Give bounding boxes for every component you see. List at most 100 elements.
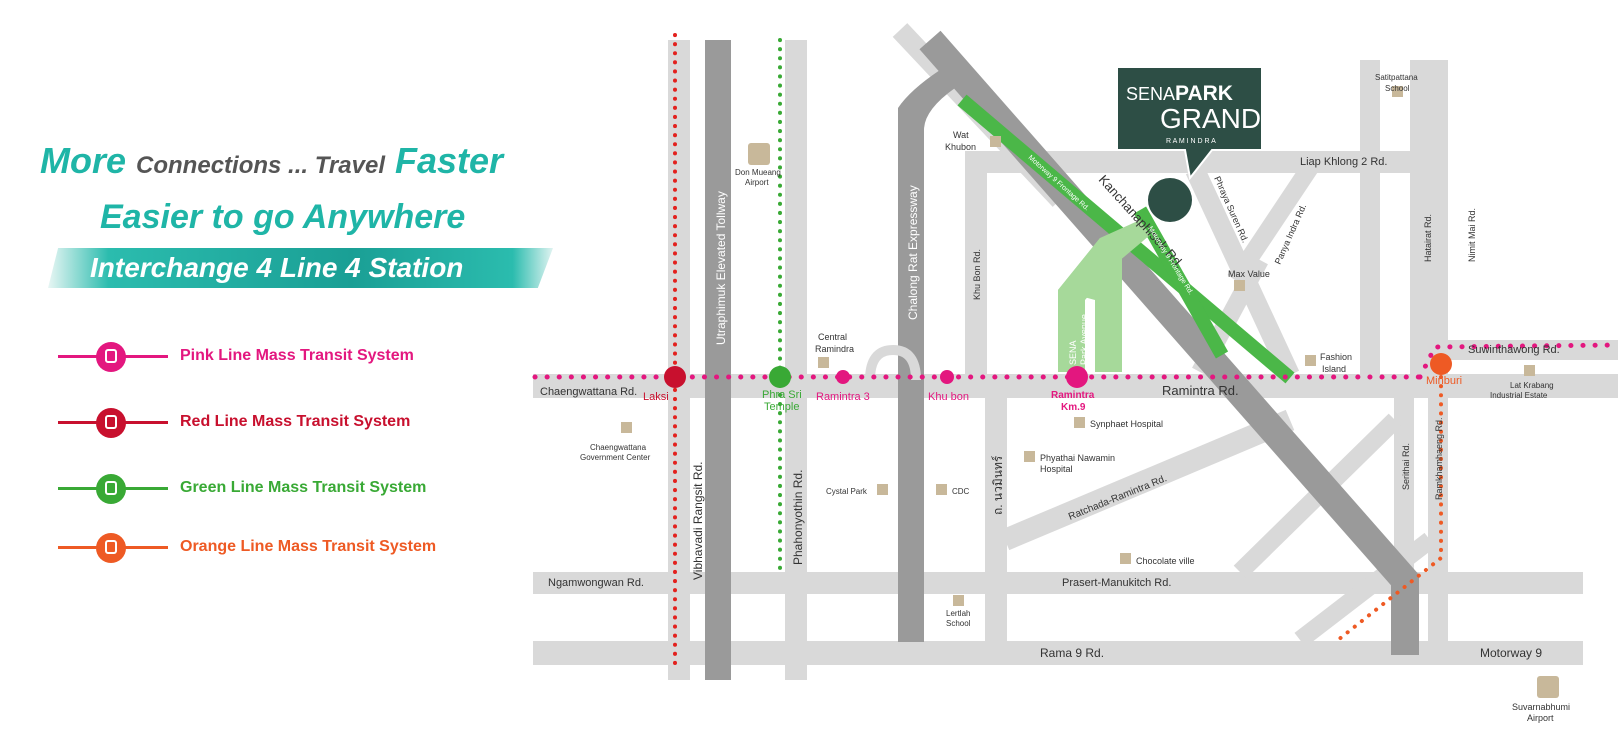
label-ramkhamhaeng: Ramkhamhaeng Rd. bbox=[1434, 417, 1444, 500]
legend-item-red: Red Line Mass Transit System bbox=[58, 408, 518, 438]
label-synphaet: Synphaet Hospital bbox=[1090, 419, 1163, 429]
label-central-1: Central bbox=[818, 332, 847, 342]
legend-label-orange: Orange Line Mass Transit System bbox=[180, 538, 437, 555]
orange-line bbox=[1336, 375, 1443, 642]
label-ramintra: Ramintra Rd. bbox=[1162, 383, 1239, 398]
road-phahonyothin bbox=[785, 40, 807, 680]
road-nawamin bbox=[985, 398, 1007, 643]
label-phyathai-2: Hospital bbox=[1040, 464, 1073, 474]
label-khubon-rd: Khu Bon Rd. bbox=[972, 249, 982, 300]
station-khubon-icon bbox=[940, 370, 954, 384]
train-icon bbox=[96, 474, 126, 504]
label-chalong: Chalong Rat Expressway bbox=[906, 185, 920, 320]
headline-connections: Connections ... Travel bbox=[136, 152, 385, 179]
airplane-icon bbox=[1537, 676, 1559, 698]
label-phrasri-2: Temple bbox=[764, 401, 799, 413]
label-nawamin: ถ. นวมินทร์ bbox=[991, 455, 1005, 515]
label-laksi: Laksi bbox=[643, 391, 669, 403]
airplane-icon bbox=[748, 143, 770, 165]
label-fashion-1: Fashion bbox=[1320, 352, 1352, 362]
label-prasert: Prasert-Manukitch Rd. bbox=[1062, 577, 1171, 589]
label-rama9: Rama 9 Rd. bbox=[1040, 646, 1104, 660]
label-minburi: Minburi bbox=[1426, 375, 1462, 387]
train-icon bbox=[96, 533, 126, 563]
legend-label-pink: Pink Line Mass Transit System bbox=[180, 347, 414, 364]
label-motorway9: Motorway 9 bbox=[1480, 646, 1542, 660]
senapark-grand-logo bbox=[1116, 66, 1263, 181]
landmark-labels: Don Mueang Airport Central Ramindra Wat … bbox=[580, 73, 1570, 723]
logo-ramindra: R A M I N D R A bbox=[1166, 138, 1216, 145]
legend-item-pink: Pink Line Mass Transit System bbox=[58, 342, 518, 372]
label-vibhavadi: Vibhavadi Rangsit Rd. bbox=[691, 461, 705, 580]
label-watkhubon-1: Wat bbox=[953, 130, 969, 140]
label-suwinthawong: Suwinthawong Rd. bbox=[1468, 344, 1560, 356]
label-km9-1: Ramintra bbox=[1051, 390, 1095, 401]
label-suvarnabhumi-2: Airport bbox=[1527, 713, 1554, 723]
label-ngamwongwan: Ngamwongwan Rd. bbox=[548, 577, 644, 589]
road-diagonal-south bbox=[1294, 532, 1436, 648]
label-cdc: CDC bbox=[952, 487, 970, 496]
label-phyathai-1: Phyathai Nawamin bbox=[1040, 453, 1115, 463]
expressway-kanchanaphisek bbox=[919, 30, 1419, 655]
label-chocolate: Chocolate ville bbox=[1136, 556, 1195, 566]
station-phrasri-icon bbox=[769, 366, 791, 388]
road-hatairat bbox=[1410, 60, 1430, 374]
landmark-markers bbox=[621, 86, 1535, 606]
station-laksi-icon bbox=[664, 366, 686, 388]
sena-avenue-zone-2 bbox=[1058, 220, 1150, 372]
legend-label-red: Red Line Mass Transit System bbox=[180, 413, 411, 430]
train-icon bbox=[96, 342, 126, 372]
road-hatairat-upper bbox=[1360, 60, 1380, 374]
label-km9-2: Km.9 bbox=[1061, 402, 1086, 413]
label-khubon: Khu bon bbox=[928, 391, 969, 403]
road-phraya-upper bbox=[1227, 155, 1323, 285]
label-liap: Liap Khlong 2 Rd. bbox=[1300, 156, 1387, 168]
station-labels: Laksi Phra Sri Temple Ramintra 3 Khu bon… bbox=[643, 375, 1462, 413]
road-khubon bbox=[965, 151, 987, 375]
station-ramintra3-icon bbox=[836, 370, 850, 384]
project-location-marker bbox=[1148, 178, 1192, 222]
banner-text: Interchange 4 Line 4 Station bbox=[90, 252, 464, 283]
label-lertlah-2: School bbox=[946, 619, 971, 628]
label-chaengwattana: Chaengwattana Rd. bbox=[540, 386, 637, 398]
label-central-2: Ramindra bbox=[815, 344, 854, 354]
headline-faster: Faster bbox=[395, 140, 504, 181]
label-phrasri-1: Phra Sri bbox=[762, 389, 802, 401]
label-nimitmai: Nimit Mai Rd. bbox=[1467, 208, 1477, 262]
label-watkhubon-2: Khubon bbox=[945, 142, 976, 152]
label-sena-1: SENA bbox=[1068, 340, 1078, 365]
label-serithai: Serithai Rd. bbox=[1401, 443, 1411, 490]
frontage-road-2 bbox=[1133, 206, 1229, 359]
label-chaengwattana-gc-1: Chaengwattana bbox=[590, 443, 647, 452]
label-cystal: Cystal Park bbox=[826, 487, 868, 496]
label-sena-2: Park Avenue bbox=[1079, 314, 1089, 365]
headline-line-2: Easier to go Anywhere bbox=[100, 198, 466, 236]
logo-sena: SENA bbox=[1126, 84, 1175, 104]
station-km9-icon bbox=[1066, 366, 1088, 388]
label-latkrabang-1: Lat Krabang bbox=[1510, 381, 1554, 390]
interchange-banner: Interchange 4 Line 4 Station bbox=[48, 248, 553, 288]
road-ratchada bbox=[1000, 409, 1295, 551]
legend-label-green: Green Line Mass Transit System bbox=[180, 479, 427, 496]
label-suvarnabhumi-1: Suvarnabhumi bbox=[1512, 702, 1570, 712]
legend-item-green: Green Line Mass Transit System bbox=[58, 474, 518, 504]
label-hatairat: Hatairat Rd. bbox=[1423, 214, 1433, 262]
logo-grand: GRAND bbox=[1160, 103, 1261, 134]
road-suwinthawong bbox=[1418, 340, 1618, 360]
label-lertlah-1: Lertlah bbox=[946, 609, 970, 618]
headline-line-1: More Connections ... Travel Faster bbox=[40, 140, 640, 182]
label-maxvalue: Max Value bbox=[1228, 269, 1270, 279]
label-chaengwattana-gc-2: Government Center bbox=[580, 453, 651, 462]
label-fashion-2: Island bbox=[1322, 364, 1346, 374]
headline-more: More bbox=[40, 140, 127, 181]
label-donmueang-2: Airport bbox=[745, 178, 769, 187]
road-nimitmai bbox=[1428, 60, 1448, 340]
road-vibhavadi bbox=[668, 40, 690, 680]
station-minburi-icon bbox=[1430, 353, 1452, 375]
expressway-utraphimuk bbox=[705, 40, 731, 680]
label-phahonyothin: Phahonyothin Rd. bbox=[791, 470, 805, 565]
train-icon bbox=[96, 408, 126, 438]
label-satit-2: School bbox=[1385, 84, 1410, 93]
road-ramkhamhaeng bbox=[1428, 360, 1448, 642]
